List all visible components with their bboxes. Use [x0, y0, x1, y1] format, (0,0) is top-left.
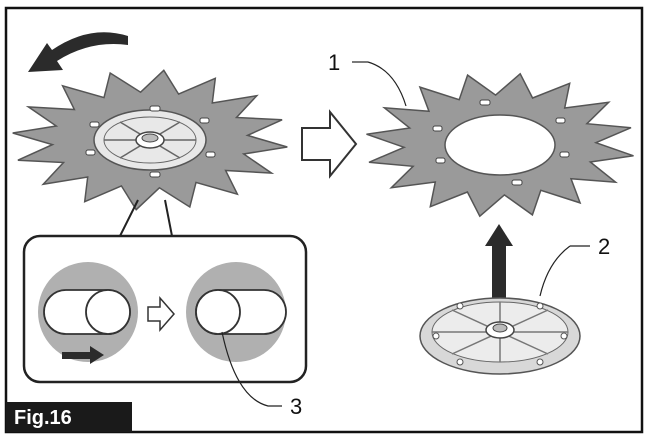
inset-detail [22, 199, 308, 384]
right-blade-center-hole [444, 114, 556, 176]
figure-label-text: Fig.16 [14, 407, 72, 429]
slot-after [186, 262, 287, 362]
right-blade [366, 72, 634, 218]
callout-2: 2 [539, 234, 610, 297]
callout-3: 3 [221, 331, 302, 419]
inset-transition-arrow-icon [147, 296, 175, 332]
rotate-arrow-icon [28, 32, 128, 72]
callout-label-2: 2 [598, 234, 610, 259]
callout-label-1: 1 [328, 50, 340, 75]
hub-plate [419, 297, 581, 375]
callout-1: 1 [328, 50, 407, 107]
slide-arrow-icon [62, 346, 104, 364]
left-blade [12, 69, 288, 211]
transition-arrow-icon [301, 109, 358, 179]
slot-before [38, 262, 138, 362]
callout-label-3: 3 [290, 394, 302, 419]
figure-label: Fig.16 [6, 402, 132, 432]
